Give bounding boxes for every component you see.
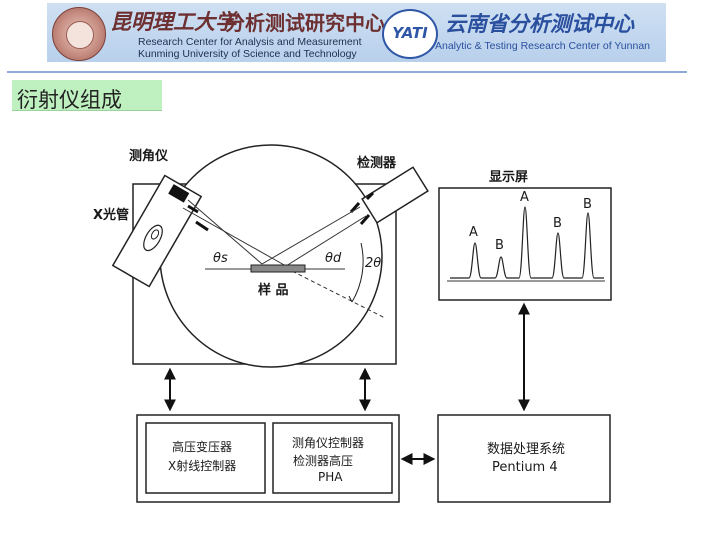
goniometer-label: 测角仪 [129, 149, 169, 164]
theta-d-label: θd [325, 251, 342, 266]
kust-name-cn: 昆明理工大学 [110, 9, 236, 34]
hv-box-line1: 高压变压器 [172, 440, 233, 454]
two-theta-label: 2θ [365, 256, 382, 271]
two-theta-arc [351, 242, 364, 303]
gc-box-line1: 测角仪控制器 [292, 436, 365, 450]
center-name-cn: 分析测试研究中心 [225, 11, 385, 35]
sample-label: 样 品 [258, 283, 289, 298]
center-name-en: Research Center for Analysis and Measure… [138, 36, 362, 48]
hv-box [145, 422, 266, 494]
slide-title-box [12, 80, 162, 111]
peak-label-3: A [520, 190, 529, 205]
incident-extension [285, 267, 386, 319]
goniometer-circle [159, 144, 383, 368]
peak-label-2: B [495, 238, 504, 253]
display-label: 显示屏 [489, 170, 529, 185]
slit-2 [195, 220, 209, 232]
yunnan-center-en: Analytic & Testing Research Center of Yu… [435, 40, 650, 52]
slit-1 [187, 204, 199, 214]
data-box-line2: Pentium 4 [492, 460, 558, 475]
gc-box-line2: 检测器高压 [293, 454, 354, 468]
detector [361, 166, 429, 224]
xray-tube-label: X光管 [93, 208, 130, 223]
kust-logo [52, 7, 106, 61]
theta-s-label: θs [213, 251, 228, 266]
xray-tube [111, 174, 203, 288]
peak-label-1: A [469, 225, 478, 240]
sample-plate [250, 264, 306, 273]
slide-title: 衍射仪组成 [17, 88, 122, 112]
peak-label-4: B [553, 216, 562, 231]
hv-box-line2: X射线控制器 [168, 459, 237, 473]
slit-4 [359, 214, 371, 225]
slit-3 [349, 202, 361, 213]
header-divider [7, 71, 687, 73]
xray-beams [182, 199, 367, 267]
xrd-spectrum [450, 206, 604, 279]
header-banner: 昆明理工大学 分析测试研究中心 Research Center for Anal… [47, 3, 666, 62]
goniometer-controller-box [272, 422, 393, 494]
slit-5 [365, 191, 375, 201]
peak-label-5: B [583, 197, 592, 212]
gc-box-line3: PHA [318, 470, 343, 484]
detector-label: 检测器 [357, 156, 397, 171]
data-processing-box [437, 414, 611, 503]
yunnan-center-cn: 云南省分析测试中心 [445, 11, 634, 36]
university-name-en: Kunming University of Science and Techno… [138, 48, 357, 60]
ytc-logo: YATI [382, 9, 438, 59]
data-box-line1: 数据处理系统 [487, 442, 566, 457]
kust-logo-inner [66, 21, 94, 49]
